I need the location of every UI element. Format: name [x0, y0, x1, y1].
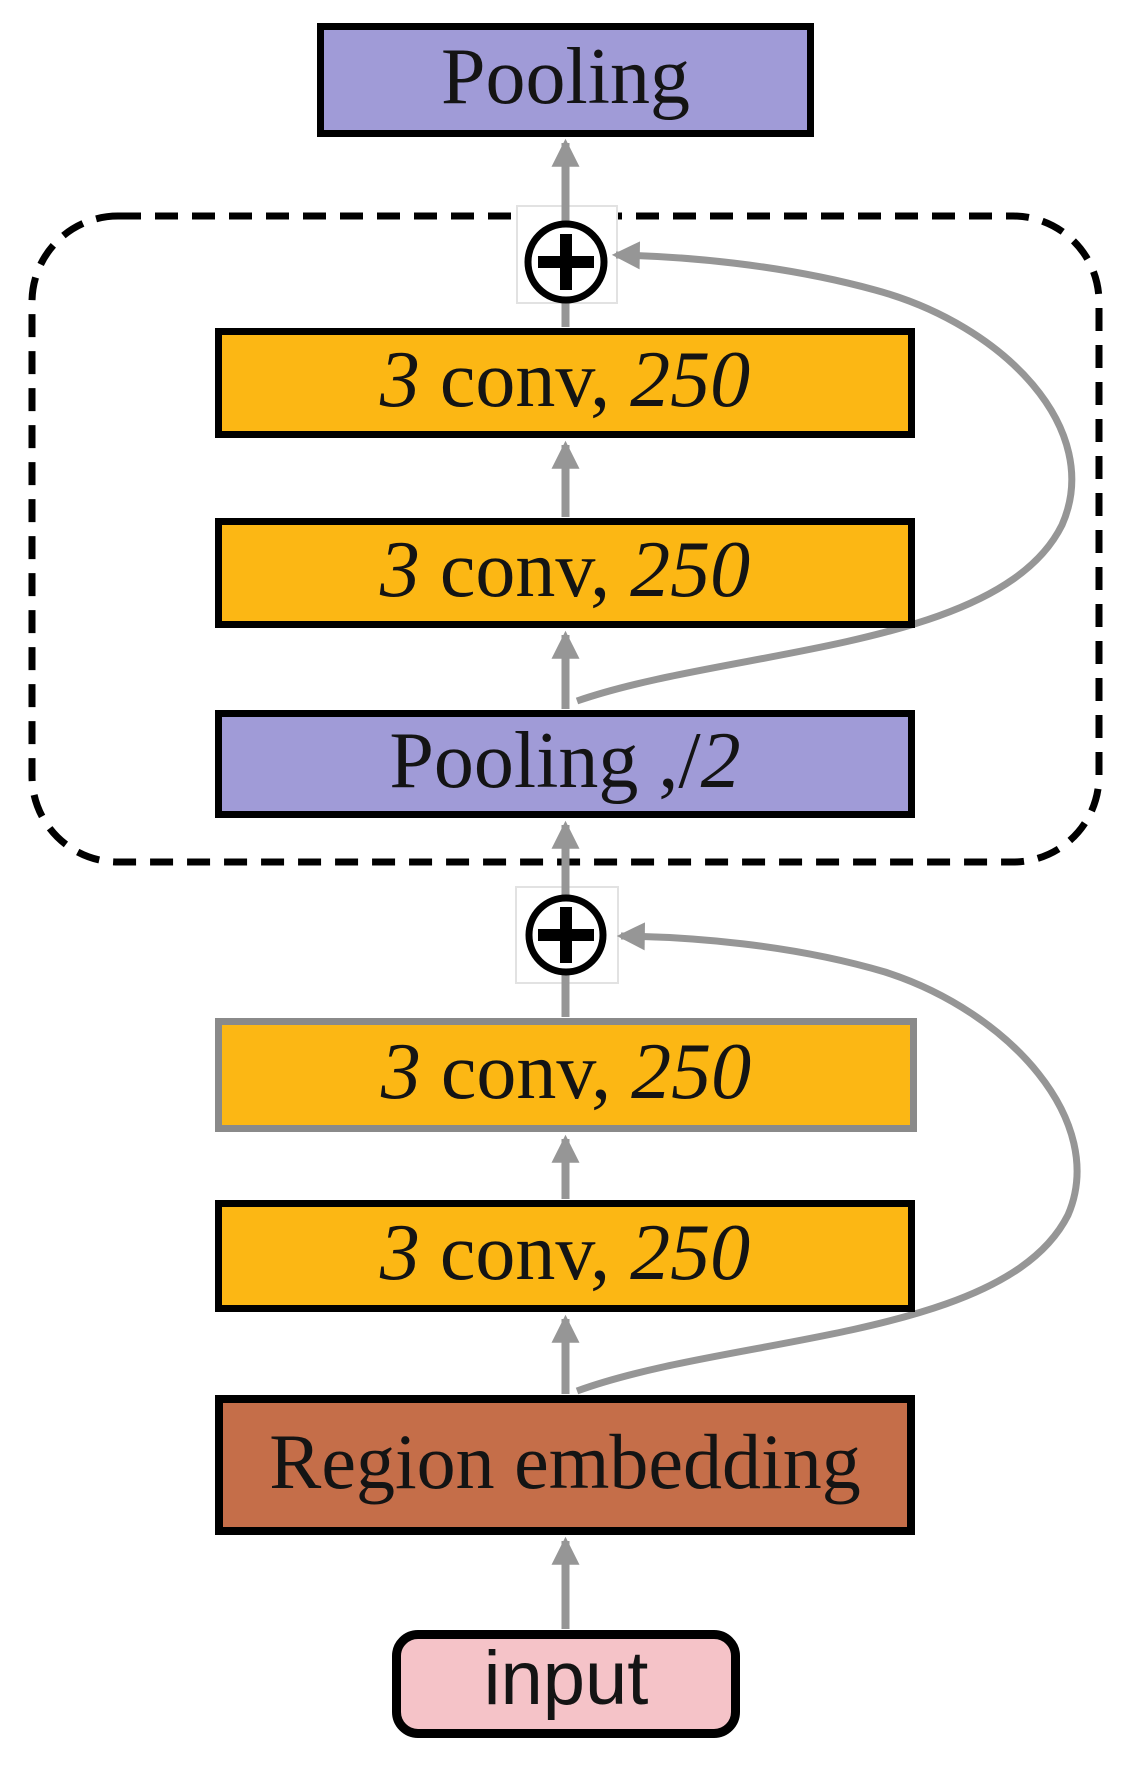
- plus-circle-icon-upper: [524, 220, 608, 304]
- plus-circle-icon-lower: [525, 894, 607, 976]
- skip-connection-lower: [575, 922, 1081, 1395]
- pooling-downsample-text: Pooling ,/: [389, 717, 701, 805]
- skip-connection-upper: [575, 241, 1076, 705]
- conv-text: conv,: [419, 336, 631, 424]
- region-embedding-label: Region embedding: [269, 1418, 861, 1505]
- pooling-downsample-box: Pooling ,/2: [215, 710, 915, 818]
- pooling-downsample-factor: 2: [700, 717, 741, 805]
- region-embedding-box: Region embedding: [215, 1395, 915, 1535]
- input-label: input: [483, 1636, 649, 1721]
- conv-kernel: 3: [379, 1209, 420, 1297]
- conv-kernel: 3: [379, 526, 420, 614]
- conv-channels: 250: [630, 336, 751, 424]
- pooling-output-label: Pooling: [441, 33, 690, 121]
- conv-channels: 250: [630, 1209, 751, 1297]
- conv-text: conv,: [419, 526, 631, 614]
- input-box: input: [392, 1630, 740, 1738]
- conv-channels: 250: [631, 1028, 752, 1116]
- conv-box-upper-1: 3 conv, 250: [215, 328, 915, 438]
- conv-text: conv,: [420, 1028, 632, 1116]
- conv-text: conv,: [419, 1209, 631, 1297]
- conv-kernel: 3: [379, 336, 420, 424]
- conv-box-lower-2: 3 conv, 250: [215, 1200, 915, 1312]
- pooling-output-box: Pooling: [317, 23, 814, 137]
- conv-kernel: 3: [380, 1028, 421, 1116]
- conv-box-lower-1: 3 conv, 250: [215, 1018, 917, 1132]
- conv-channels: 250: [630, 526, 751, 614]
- conv-box-upper-2: 3 conv, 250: [215, 518, 915, 628]
